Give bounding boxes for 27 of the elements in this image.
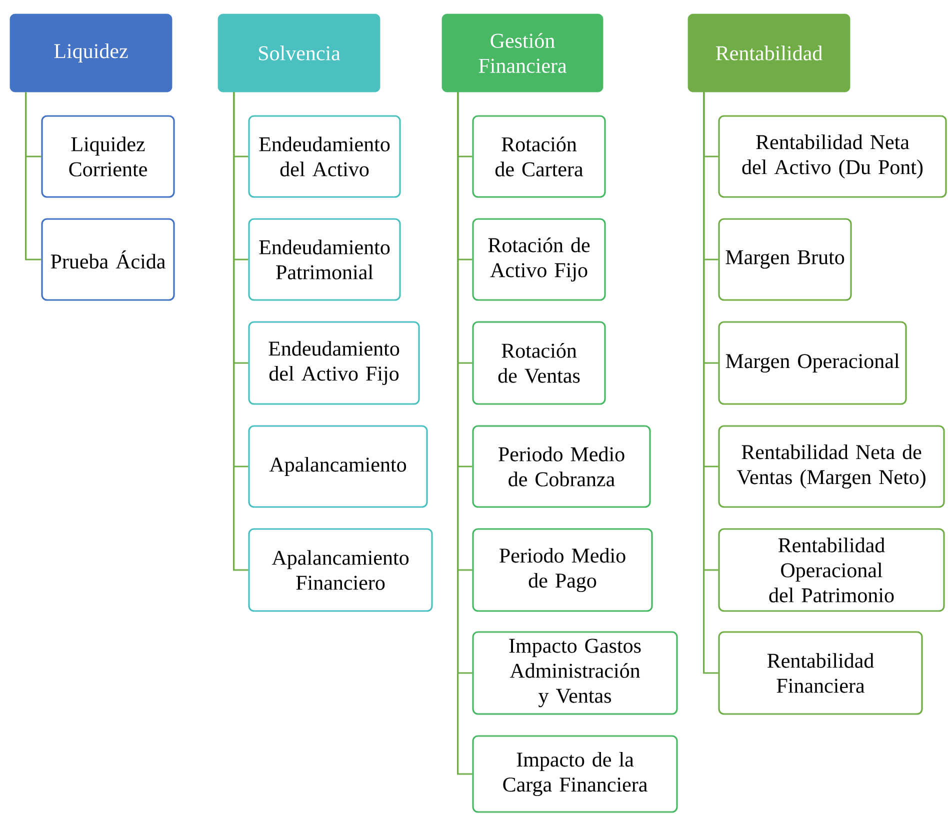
indicator-box: Endeudamiento del Activo Fijo: [248, 321, 420, 405]
indicator-box: Liquidez Corriente: [41, 115, 175, 198]
indicator-box: Endeudamiento del Activo: [248, 115, 401, 198]
indicator-box: Rotación de Cartera: [472, 115, 606, 198]
indicator-box: Rotación de Activo Fijo: [472, 218, 606, 301]
indicator-box: Impacto Gastos Administración y Ventas: [472, 631, 678, 715]
category-box: Rentabilidad: [688, 14, 850, 92]
indicator-box: Rentabilidad Financiera: [718, 631, 923, 715]
indicator-box: Rentabilidad Operacional del Patrimonio: [718, 528, 945, 612]
indicator-box: Periodo Medio de Pago: [472, 528, 653, 612]
indicator-box: Impacto de la Carga Financiera: [472, 735, 678, 813]
connector-line: [233, 92, 248, 571]
indicator-box: Rentabilidad Neta de Ventas (Margen Neto): [718, 425, 945, 508]
indicator-box: Margen Bruto: [718, 218, 852, 301]
indicator-box: Periodo Medio de Cobranza: [472, 425, 651, 508]
category-box: Solvencia: [218, 14, 380, 92]
indicator-box: Apalancamiento: [248, 425, 428, 508]
indicator-box: Prueba Ácida: [41, 218, 175, 301]
indicator-box: Rotación de Ventas: [472, 321, 606, 405]
indicator-box: Rentabilidad Neta del Activo (Du Pont): [718, 115, 947, 198]
indicator-box: Endeudamiento Patrimonial: [248, 218, 401, 301]
category-box: Liquidez: [10, 14, 172, 92]
category-box: Gestión Financiera: [442, 14, 604, 92]
indicator-box: Margen Operacional: [718, 321, 907, 405]
connector-line: [703, 92, 718, 674]
indicator-box: Apalancamiento Financiero: [248, 528, 433, 612]
connector-line: [25, 92, 42, 260]
